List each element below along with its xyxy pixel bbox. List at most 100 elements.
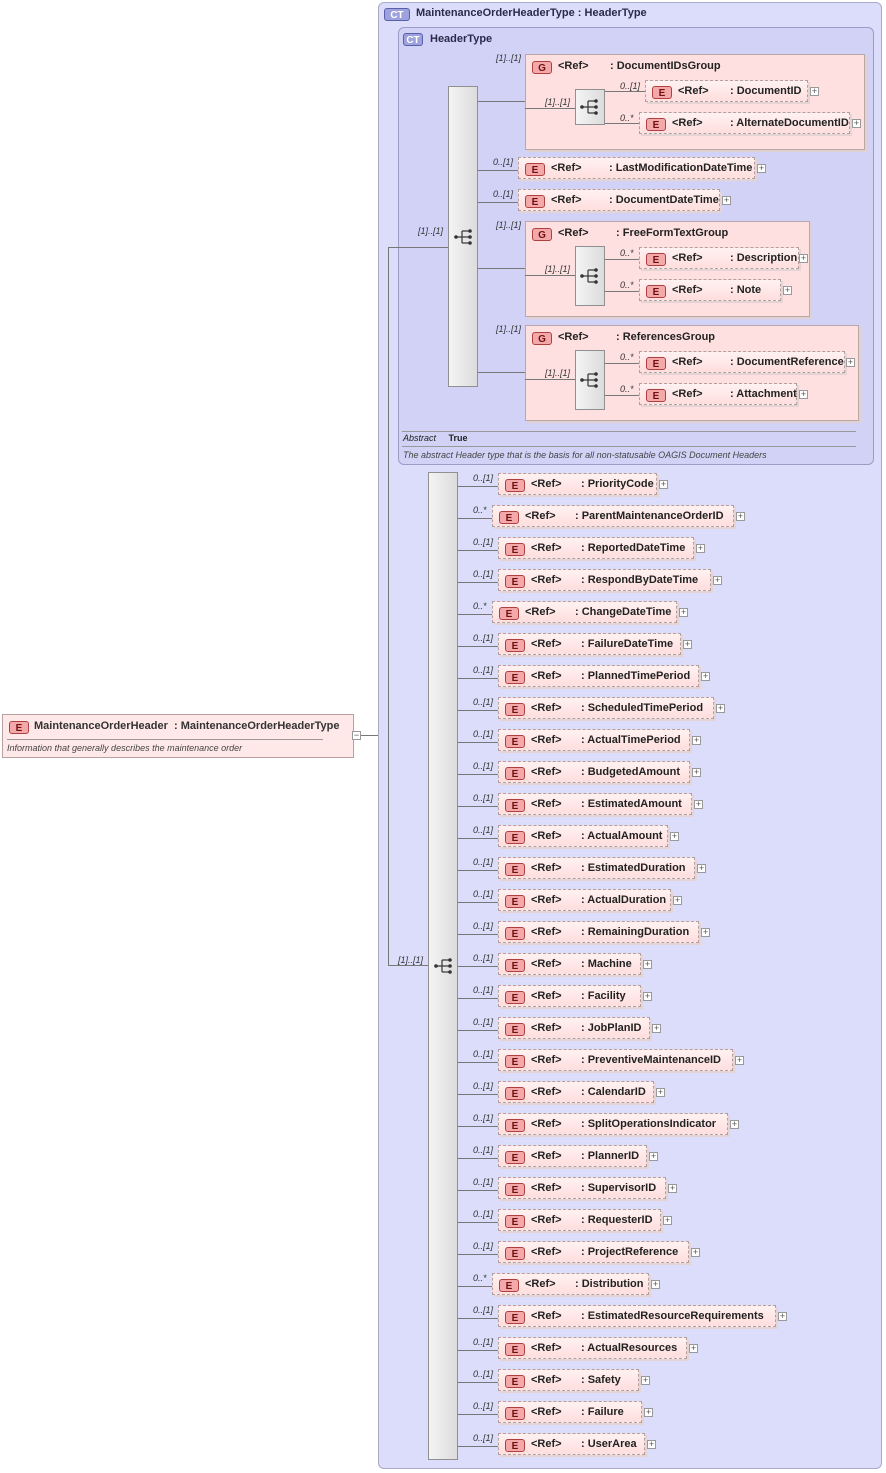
element-document-id[interactable]: E <Ref> : DocumentID [645, 80, 808, 102]
element-card[interactable]: E<Ref>: ActualAmount [498, 825, 668, 847]
element-attachment[interactable]: E <Ref> : Attachment [639, 383, 797, 405]
expand-icon[interactable]: + [643, 959, 652, 969]
expand-icon[interactable]: + [663, 1215, 672, 1225]
element-last-modification-date-time[interactable]: E <Ref> : LastModificationDateTime [518, 157, 755, 179]
header-sequence-compositor[interactable] [448, 86, 478, 387]
expand-icon[interactable]: + [689, 1343, 698, 1353]
expand-icon[interactable]: + [683, 639, 692, 649]
element-card[interactable]: E<Ref>: RemainingDuration [498, 921, 699, 943]
element-card[interactable]: E<Ref>: RequesterID [498, 1209, 661, 1231]
group-free-form-text[interactable]: G <Ref> : FreeFormTextGroup [525, 221, 810, 317]
expand-icon[interactable]: + [651, 1279, 660, 1289]
expand-icon[interactable]: + [641, 1375, 650, 1385]
element-badge: E [499, 1279, 519, 1292]
element-document-date-time[interactable]: E <Ref> : DocumentDateTime [518, 189, 720, 211]
complex-type-title: MaintenanceOrderHeaderType : HeaderType [416, 7, 647, 19]
element-card[interactable]: E<Ref>: ActualTimePeriod [498, 729, 690, 751]
connector [458, 1254, 498, 1255]
expand-icon[interactable]: + [673, 895, 682, 905]
element-badge: E [505, 1055, 525, 1068]
expand-icon[interactable]: + [697, 863, 706, 873]
expand-icon[interactable]: + [694, 799, 703, 809]
element-card[interactable]: E<Ref>: PlannerID [498, 1145, 647, 1167]
element-card[interactable]: E<Ref>: Distribution [492, 1273, 649, 1295]
element-card[interactable]: E<Ref>: ActualResources [498, 1337, 687, 1359]
expand-icon[interactable]: + [679, 607, 688, 617]
element-alternate-document-id[interactable]: E <Ref> : AlternateDocumentID [639, 112, 850, 134]
element-badge: E [505, 767, 525, 780]
element-card[interactable]: E<Ref>: ChangeDateTime [492, 601, 677, 623]
expand-icon[interactable]: + [735, 1055, 744, 1065]
element-badge: E [505, 1247, 525, 1260]
expand-icon[interactable]: + [692, 767, 701, 777]
expand-icon[interactable]: + [647, 1439, 656, 1449]
element-card[interactable]: E<Ref>: EstimatedDuration [498, 857, 695, 879]
expand-icon[interactable]: + [691, 1247, 700, 1257]
expand-icon[interactable]: + [757, 163, 766, 173]
element-card[interactable]: E<Ref>: ScheduledTimePeriod [498, 697, 714, 719]
multiplicity-label: 0..[1] [493, 189, 514, 199]
expand-icon[interactable]: + [799, 253, 808, 263]
element-card[interactable]: E<Ref>: RespondByDateTime [498, 569, 711, 591]
expand-icon[interactable]: + [736, 511, 745, 521]
element-badge: E [505, 1151, 525, 1164]
element-name: : PreventiveMaintenanceID [581, 1054, 721, 1066]
expand-icon[interactable]: + [799, 389, 808, 399]
element-card[interactable]: E<Ref>: FailureDateTime [498, 633, 681, 655]
expand-icon[interactable]: + [722, 195, 731, 205]
element-card[interactable]: E<Ref>: Facility [498, 985, 641, 1007]
element-card[interactable]: E<Ref>: Machine [498, 953, 641, 975]
expand-icon[interactable]: + [670, 831, 679, 841]
element-card[interactable]: E<Ref>: ParentMaintenanceOrderID [492, 505, 734, 527]
element-name: : ReportedDateTime [581, 542, 686, 554]
element-document-reference[interactable]: E <Ref> : DocumentReference [639, 351, 845, 373]
expand-icon[interactable]: + [716, 703, 725, 713]
expand-icon[interactable]: + [701, 671, 710, 681]
collapse-icon[interactable]: − [352, 730, 361, 740]
element-name: : Machine [581, 958, 632, 970]
element-card[interactable]: E<Ref>: PriorityCode [498, 473, 657, 495]
element-card[interactable]: E<Ref>: Failure [498, 1401, 642, 1423]
expand-icon[interactable]: + [643, 991, 652, 1001]
element-card[interactable]: E<Ref>: UserArea [498, 1433, 645, 1455]
expand-icon[interactable]: + [659, 479, 668, 489]
element-card[interactable]: E<Ref>: PlannedTimePeriod [498, 665, 699, 687]
ref-label: <Ref> [531, 1246, 562, 1258]
expand-icon[interactable]: + [649, 1151, 658, 1161]
expand-icon[interactable]: + [696, 543, 705, 553]
element-description[interactable]: E <Ref> : Description [639, 247, 799, 269]
element-card[interactable]: E<Ref>: SplitOperationsIndicator [498, 1113, 728, 1135]
expand-icon[interactable]: + [652, 1023, 661, 1033]
element-card[interactable]: E<Ref>: ProjectReference [498, 1241, 689, 1263]
expand-icon[interactable]: + [852, 118, 861, 128]
element-card[interactable]: E<Ref>: JobPlanID [498, 1017, 650, 1039]
element-card[interactable]: E<Ref>: ReportedDateTime [498, 537, 694, 559]
expand-icon[interactable]: + [668, 1183, 677, 1193]
expand-icon[interactable]: + [713, 575, 722, 585]
element-card[interactable]: E<Ref>: ActualDuration [498, 889, 671, 911]
expand-icon[interactable]: + [692, 735, 701, 745]
expand-icon[interactable]: + [656, 1087, 665, 1097]
element-card[interactable]: E<Ref>: SupervisorID [498, 1177, 666, 1199]
element-card[interactable]: E<Ref>: PreventiveMaintenanceID [498, 1049, 733, 1071]
expand-icon[interactable]: + [778, 1311, 787, 1321]
element-card[interactable]: E<Ref>: EstimatedResourceRequirements [498, 1305, 776, 1327]
expand-icon[interactable]: + [783, 285, 792, 295]
abstract-value: True [448, 433, 468, 443]
expand-icon[interactable]: + [810, 86, 819, 96]
element-card[interactable]: E<Ref>: CalendarID [498, 1081, 654, 1103]
element-name: : ActualDuration [581, 894, 667, 906]
element-card[interactable]: E<Ref>: Safety [498, 1369, 639, 1391]
expand-icon[interactable]: + [644, 1407, 653, 1417]
expand-icon[interactable]: + [701, 927, 710, 937]
expand-icon[interactable]: + [730, 1119, 739, 1129]
connector [388, 965, 428, 966]
element-card[interactable]: E<Ref>: EstimatedAmount [498, 793, 692, 815]
element-note[interactable]: E <Ref> : Note [639, 279, 781, 301]
root-element-card[interactable]: E MaintenanceOrderHeader : MaintenanceOr… [2, 714, 354, 758]
connector [458, 614, 492, 615]
expand-icon[interactable]: + [846, 357, 855, 367]
connector [458, 486, 498, 487]
connector [605, 363, 639, 364]
element-card[interactable]: E<Ref>: BudgetedAmount [498, 761, 690, 783]
